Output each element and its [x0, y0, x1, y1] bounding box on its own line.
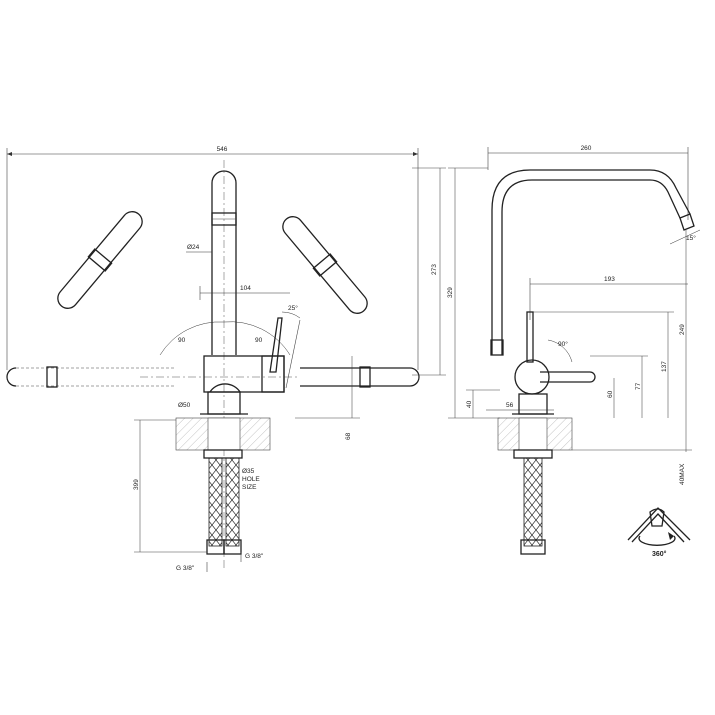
- rotation-360-icon: 360°: [627, 507, 691, 558]
- body-front: [200, 355, 285, 415]
- handle-tilt-right: [282, 216, 368, 314]
- label-60: 60: [607, 390, 614, 398]
- label-40max: 40MAX: [679, 463, 686, 485]
- label-104: 104: [240, 285, 251, 292]
- spout-front: [211, 170, 237, 355]
- label-handle-angle: 25°: [288, 304, 298, 312]
- label-273: 273: [431, 264, 438, 275]
- label-swing-right: 90: [255, 337, 263, 344]
- label-hole-diameter: Ø35: [242, 468, 255, 475]
- label-outlet-diameter: Ø24: [187, 244, 200, 251]
- label-329: 329: [447, 287, 454, 298]
- label-77: 77: [635, 382, 642, 390]
- side-view: 260 15° 193 329 249 137 77 60: [447, 145, 701, 555]
- label-swing-left: 90: [178, 337, 186, 344]
- hoses-front: [203, 449, 243, 555]
- label-399: 399: [133, 479, 140, 490]
- label-thread-left: G 3/8": [176, 565, 195, 572]
- dim-overall-width: 546: [6, 146, 419, 370]
- spout-side: [490, 169, 695, 356]
- label-size: SIZE: [242, 484, 257, 491]
- handle-horizontal: [6, 366, 420, 388]
- body-side: [512, 359, 554, 415]
- hose-side: [513, 449, 553, 555]
- label-hole: HOLE: [242, 476, 260, 483]
- lever-side: [526, 311, 596, 383]
- front-view: 546 Ø24: [6, 146, 446, 572]
- label-lever-angle: 90°: [558, 340, 568, 348]
- label-base-diameter: Ø50: [178, 402, 191, 409]
- label-249: 249: [679, 324, 686, 335]
- handle-tilt-left: [57, 211, 143, 309]
- label-68: 68: [345, 432, 352, 440]
- label-193: 193: [604, 276, 615, 283]
- lever-front: [269, 311, 301, 389]
- label-546: 546: [217, 146, 228, 153]
- label-thread-right: G 3/8": [245, 553, 264, 560]
- label-40: 40: [466, 400, 473, 408]
- label-56: 56: [506, 402, 514, 409]
- label-137: 137: [661, 361, 668, 372]
- label-spout-angle: 15°: [686, 234, 696, 242]
- label-360: 360°: [652, 550, 667, 558]
- deck-front: [175, 417, 271, 451]
- label-260: 260: [581, 145, 592, 152]
